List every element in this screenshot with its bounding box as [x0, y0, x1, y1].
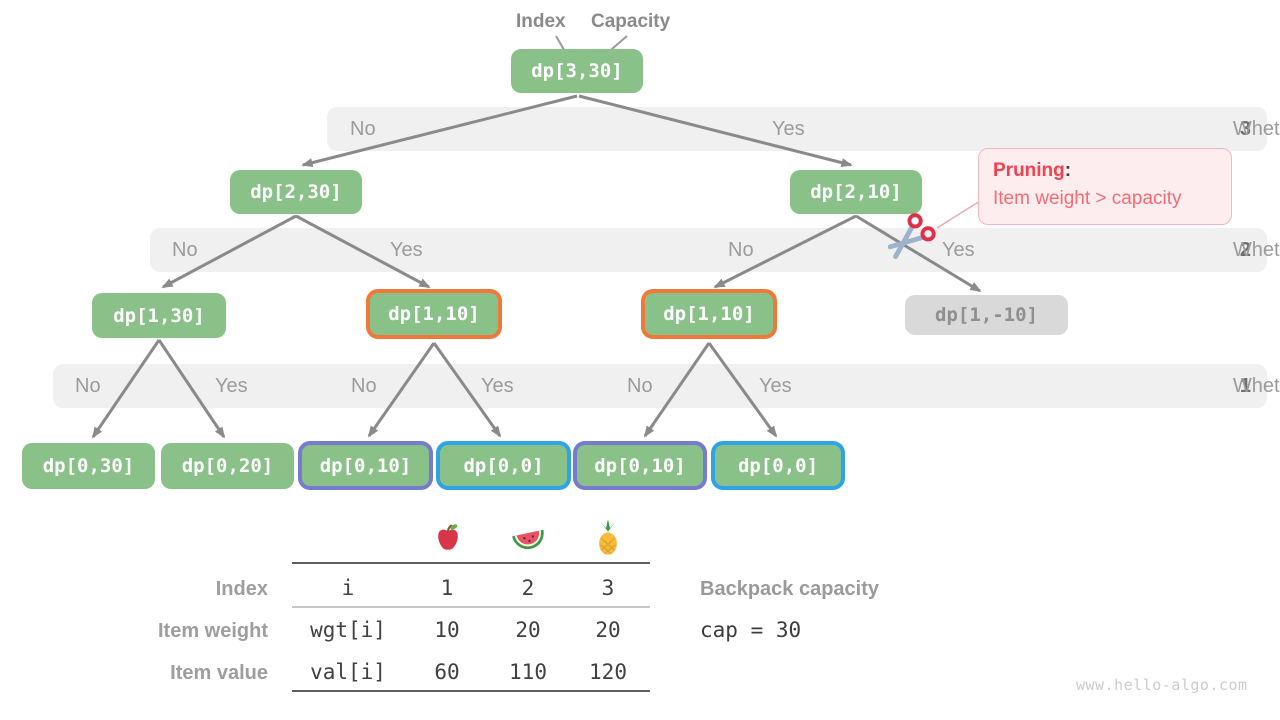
table-rule-bottom	[292, 690, 650, 692]
watermelon-icon	[512, 529, 544, 550]
decision-band-item-2: No Yes No Yes Whether to put in item2	[150, 228, 1280, 272]
pruning-connector-line	[936, 200, 981, 229]
node-dp-2-30: dp[2,30]	[230, 170, 362, 214]
capacity-label: Capacity	[591, 11, 671, 32]
table-row-header-value: Item value	[170, 662, 268, 684]
band-label-yes: Yes	[390, 239, 423, 261]
node-dp-2-10: dp[2,10]	[790, 170, 922, 214]
band-question-text: Whether to put in item	[1232, 118, 1280, 140]
node-dp-0-10-right: dp[0,10]	[573, 441, 707, 490]
node-dp-0-20: dp[0,20]	[161, 443, 294, 489]
node-dp-1-30: dp[1,30]	[92, 293, 226, 338]
band-label-yes: Yes	[942, 239, 975, 261]
pruning-title-colon: :	[1064, 160, 1072, 181]
table-rule-middle	[292, 606, 650, 608]
band-question: Whether to put in item3	[1233, 107, 1280, 151]
apple-icon	[438, 524, 458, 550]
decision-band-item-3: No Yes Whether to put in item3	[327, 107, 1280, 151]
band-label-no: No	[75, 375, 101, 397]
table-rule-top	[292, 562, 650, 564]
table-cell: 20	[515, 618, 541, 642]
backpack-capacity-label: Backpack capacity	[700, 578, 880, 600]
band-label-no: No	[172, 239, 198, 261]
pruning-title-text: Pruning	[993, 160, 1065, 181]
band-question: Whether to put in item2	[1233, 228, 1280, 272]
table-cell: i	[341, 576, 355, 600]
band-question-text: Whether to put in item	[1232, 239, 1280, 261]
table-cell: 110	[509, 660, 547, 684]
table-cell: 60	[434, 660, 460, 684]
band-question-text: Whether to put in item	[1232, 375, 1280, 397]
band-label-yes: Yes	[759, 375, 792, 397]
table-cell: 10	[434, 618, 460, 642]
decision-band-item-1: No Yes No Yes No Yes Whether to put in i…	[53, 364, 1280, 408]
table-cell: wgt[i]	[310, 618, 386, 642]
pruning-body: Item weight > capacity	[993, 188, 1182, 209]
node-dp-1-neg10: dp[1,-10]	[905, 295, 1068, 335]
pineapple-icon	[599, 519, 617, 555]
pruning-title: Pruning:	[993, 158, 1217, 184]
node-dp-3-30: dp[3,30]	[511, 49, 643, 93]
backpack-capacity-value: cap = 30	[700, 618, 802, 642]
band-label-no: No	[350, 118, 376, 140]
band-question-item: 2	[1239, 239, 1251, 261]
table-row-header-weight: Item weight	[157, 620, 268, 642]
table-cell: 1	[440, 576, 454, 600]
band-label-no: No	[728, 239, 754, 261]
table-cell: val[i]	[310, 660, 386, 684]
table-cell: 20	[595, 618, 621, 642]
band-label-yes: Yes	[215, 375, 248, 397]
table-cell: 2	[521, 576, 535, 600]
table-row-header-index: Index	[215, 578, 268, 600]
band-label-no: No	[627, 375, 653, 397]
node-dp-1-10-left: dp[1,10]	[366, 289, 502, 339]
band-label-no: No	[351, 375, 377, 397]
band-label-yes: Yes	[772, 118, 805, 140]
table-cell: 3	[601, 576, 615, 600]
scissors-icon	[888, 213, 936, 260]
node-dp-0-30: dp[0,30]	[22, 443, 155, 489]
band-question-item: 3	[1239, 118, 1251, 140]
node-dp-0-10-left: dp[0,10]	[298, 441, 433, 490]
pruning-callout: Pruning: Item weight > capacity	[978, 148, 1232, 225]
band-question: Whether to put in item1	[1233, 364, 1280, 408]
band-label-yes: Yes	[481, 375, 514, 397]
table-cell: 120	[589, 660, 627, 684]
node-dp-0-0-left: dp[0,0]	[436, 441, 571, 490]
watermark: www.hello-algo.com	[1076, 676, 1248, 694]
tree-edges	[91, 94, 982, 439]
index-label: Index	[516, 11, 566, 32]
band-question-item: 1	[1239, 375, 1251, 397]
node-dp-1-10-right: dp[1,10]	[641, 289, 777, 339]
node-dp-0-0-right: dp[0,0]	[711, 441, 845, 490]
